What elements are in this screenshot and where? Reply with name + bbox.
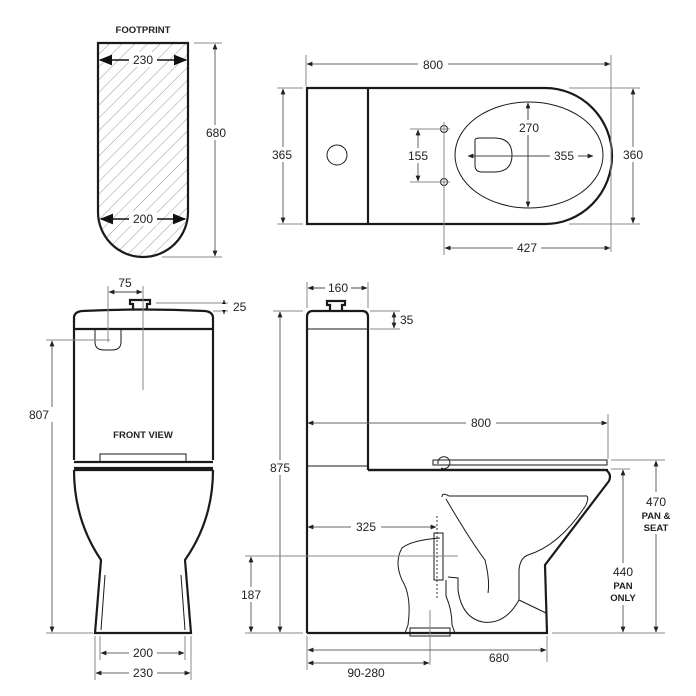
- side-view: 160 35 875 800 325: [239, 280, 674, 680]
- svg-text:440: 440: [613, 565, 633, 579]
- svg-text:35: 35: [400, 313, 414, 327]
- svg-text:360: 360: [623, 148, 643, 162]
- dim-top-holes-spacing: 155: [405, 129, 431, 182]
- top-view-outline: [305, 86, 614, 226]
- dim-top-bowl-depth: 270: [516, 102, 542, 208]
- svg-text:90-280: 90-280: [347, 666, 385, 680]
- svg-text:270: 270: [519, 121, 539, 135]
- dim-side-pan-only-height: 440 PAN ONLY: [606, 468, 640, 633]
- svg-text:365: 365: [272, 148, 292, 162]
- footprint-shape: [96, 41, 190, 259]
- dim-footprint-top-width: 230: [98, 52, 188, 67]
- flush-button-icon: [326, 144, 348, 166]
- dim-side-seat-projection: 800: [307, 414, 609, 459]
- dim-side-button-height: 35: [370, 310, 414, 330]
- svg-text:160: 160: [328, 281, 348, 295]
- svg-text:680: 680: [206, 126, 226, 140]
- dim-side-pan-length: 680: [306, 636, 548, 670]
- svg-text:187: 187: [241, 588, 261, 602]
- dim-side-waste-setback: 325: [307, 519, 437, 534]
- dim-side-cistern-depth: 160: [306, 280, 369, 308]
- side-cistern: [305, 309, 370, 633]
- svg-text:PAN &: PAN &: [642, 511, 671, 522]
- footprint-title: FOOTPRINT: [116, 25, 171, 36]
- dim-top-bowl-length: 355: [467, 148, 594, 163]
- dim-top-cistern-depth: 365: [270, 87, 303, 225]
- dim-side-overall-height: 875: [268, 310, 303, 634]
- dim-front-button-offset: 75: [107, 276, 144, 390]
- svg-text:800: 800: [471, 416, 491, 430]
- bowl-opening: [454, 101, 604, 209]
- svg-text:230: 230: [133, 666, 153, 680]
- svg-text:PAN: PAN: [613, 581, 632, 592]
- svg-text:200: 200: [133, 646, 153, 660]
- svg-text:ONLY: ONLY: [610, 593, 636, 604]
- front-view-title: FRONT VIEW: [113, 430, 173, 441]
- top-view: 800 365 155 270 355: [270, 55, 648, 255]
- svg-text:355: 355: [554, 149, 574, 163]
- footprint-view: FOOTPRINT 230 200 680: [96, 25, 228, 259]
- dim-side-set-out-range: 90-280: [307, 660, 430, 680]
- svg-text:230: 230: [133, 53, 153, 67]
- front-view: FRONT VIEW 75 25 807: [27, 276, 247, 680]
- side-pan: [307, 468, 612, 635]
- svg-text:SEAT: SEAT: [644, 523, 669, 534]
- dim-front-inlet-height: 807: [27, 339, 110, 634]
- svg-text:680: 680: [489, 651, 509, 665]
- svg-text:25: 25: [233, 300, 247, 314]
- front-pan: [72, 469, 215, 635]
- dim-side-waste-height: 187: [239, 555, 307, 634]
- svg-text:470: 470: [646, 495, 666, 509]
- svg-text:200: 200: [133, 212, 153, 226]
- svg-text:325: 325: [356, 520, 376, 534]
- svg-text:807: 807: [29, 408, 49, 422]
- dim-front-base-inner: 200: [99, 636, 186, 660]
- svg-text:875: 875: [270, 461, 290, 475]
- dim-footprint-length: 680: [162, 42, 228, 258]
- svg-text:800: 800: [423, 58, 443, 72]
- dim-front-base-outer: 230: [94, 636, 192, 680]
- dim-footprint-bottom-width: 200: [99, 211, 187, 226]
- dim-side-pan-seat-height: 470 PAN & SEAT: [552, 459, 674, 634]
- dim-top-holes-to-front: 427: [444, 240, 611, 255]
- dim-front-button-height: 25: [156, 300, 247, 314]
- svg-text:75: 75: [118, 276, 132, 290]
- svg-text:155: 155: [408, 149, 428, 163]
- dim-top-pan-width: 360: [569, 87, 648, 225]
- svg-text:427: 427: [517, 241, 537, 255]
